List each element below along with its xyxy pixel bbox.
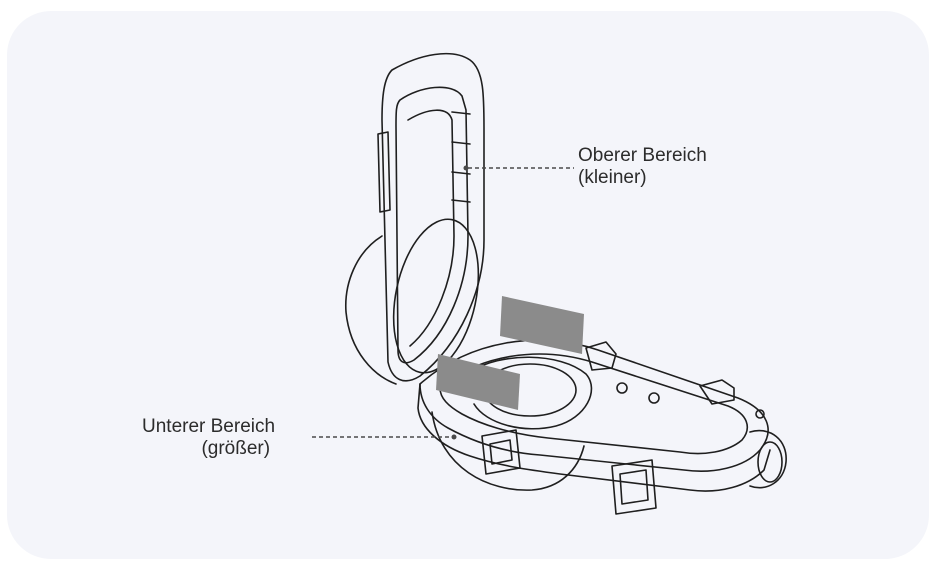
upper-lid-outer bbox=[381, 52, 485, 382]
latch-left bbox=[481, 429, 521, 475]
upper-dome bbox=[345, 235, 397, 385]
lower-tray-inner bbox=[439, 353, 749, 455]
screw-a bbox=[616, 382, 628, 394]
lower-dome bbox=[431, 411, 585, 491]
screw-b bbox=[648, 392, 660, 404]
lower-leader-dot bbox=[451, 434, 457, 440]
label-upper-line2: (kleiner) bbox=[578, 167, 647, 188]
latch-right bbox=[611, 459, 657, 515]
upper-lid-rim bbox=[407, 109, 455, 347]
lower-tray-wall bbox=[417, 383, 771, 492]
adhesive-strip-upper bbox=[500, 296, 584, 354]
lid-hinge bbox=[377, 131, 391, 213]
label-upper-line1: Oberer Bereich bbox=[578, 145, 707, 166]
adhesive-strip-lower bbox=[436, 354, 520, 410]
rear-clip bbox=[699, 379, 735, 405]
side-clip bbox=[585, 341, 617, 371]
card-background bbox=[7, 11, 929, 559]
lens-guard-illustration bbox=[7, 11, 929, 559]
upper-lens-face bbox=[392, 218, 480, 374]
diagram-card bbox=[7, 11, 929, 559]
label-lower-line2: (größer) bbox=[201, 438, 271, 459]
label-upper-area: Oberer Bereich (kleiner) bbox=[578, 145, 707, 189]
upper-lid-inner bbox=[395, 86, 469, 364]
upper-leader-dot bbox=[463, 165, 469, 171]
label-lower-area: Unterer Bereich (größer) bbox=[142, 416, 275, 460]
screw-c bbox=[755, 409, 765, 419]
mount-knob bbox=[749, 429, 787, 489]
lid-teeth bbox=[451, 111, 471, 203]
label-lower-line1: Unterer Bereich bbox=[142, 416, 276, 437]
mount-knob-cap bbox=[757, 441, 783, 483]
lens-seat bbox=[469, 356, 593, 430]
